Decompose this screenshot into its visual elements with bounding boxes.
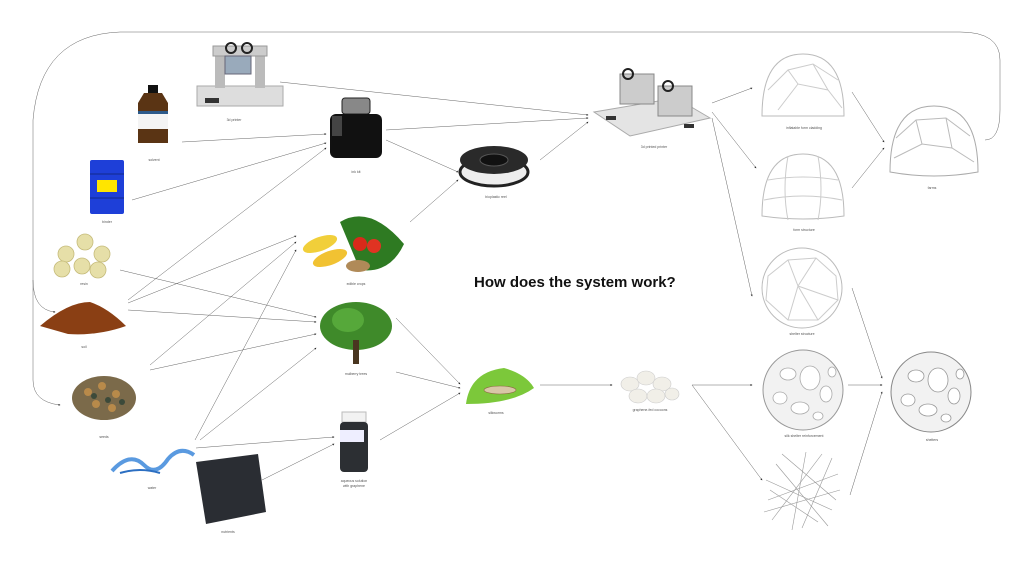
solvent-label: solvent [148, 158, 160, 162]
graphene-label: aqueous solution [340, 479, 368, 483]
filament-label: bioplastic reel [485, 195, 507, 199]
silk-reinforcement-label: silk shelter reinforcement [784, 434, 824, 438]
multi-printer-label: 3d printed printer [640, 145, 668, 149]
perforated-sphere-icon [762, 349, 844, 431]
dome-form-icon [761, 153, 845, 221]
tree-icon [320, 302, 392, 364]
nutrients-bag-icon [196, 454, 266, 524]
farms-label: farms [927, 186, 937, 190]
graphene-node [336, 410, 372, 474]
silk-fibers-icon [763, 451, 841, 531]
resin-node [52, 232, 116, 280]
silkworms-node [464, 366, 536, 408]
diagram-title: How does the system work? [474, 274, 676, 291]
printer-label: 3d printer [226, 118, 242, 122]
sphere-structure-icon [761, 247, 843, 329]
shelter-structure-label: shelter structure [789, 332, 815, 336]
feedback-loop-seeds [32, 280, 61, 406]
nutrients-node [192, 452, 270, 526]
soil-node [38, 298, 128, 338]
cladding-label: inflatable form cladding [786, 126, 822, 130]
cocoons-node [618, 370, 680, 406]
dome-cladding-icon [761, 53, 845, 117]
farm-dome-icon [889, 105, 979, 177]
feedback-loop [32, 31, 1001, 313]
binder-label: binder [102, 220, 112, 224]
multi-printer-node [592, 68, 714, 140]
seeds-node [68, 372, 140, 424]
solvent-node [134, 85, 174, 145]
form-structure-label: form structure [793, 228, 815, 232]
cladding-node [758, 50, 848, 120]
farms-node [886, 102, 982, 178]
multi-printer-icon [592, 68, 712, 137]
printer-icon [196, 42, 284, 107]
silkworm-leaf-icon [466, 368, 534, 404]
shelters-node [886, 350, 976, 434]
soil-pile-icon [40, 302, 126, 335]
shelters-label: shelters [925, 438, 939, 442]
solvent-bottle-icon [138, 85, 168, 143]
water-label: water [147, 486, 157, 490]
cocoons-icon [620, 370, 680, 404]
resin-label: resin [80, 282, 88, 286]
shelter-structure-node [758, 246, 846, 330]
resin-beads-icon [53, 233, 111, 279]
filament-node [458, 142, 530, 188]
shelter-sphere-icon [890, 351, 972, 433]
filament-spool-icon [458, 146, 530, 188]
seeds-label: seeds [99, 435, 109, 439]
graphene-label-line2: with graphene [343, 484, 365, 488]
silk-reinforcement-node [758, 348, 848, 432]
ink-kit-label: ink kit [351, 170, 361, 174]
fibers-node [762, 450, 842, 532]
cocoons-label: graphene-fed cocoons [632, 408, 668, 412]
trees-label: mulberry trees [344, 372, 368, 376]
water-splash-icon [110, 448, 196, 474]
edible-crops-node [300, 204, 412, 280]
soil-label: soil [81, 345, 87, 349]
seeds-pile-icon [72, 376, 136, 420]
trees-node [318, 300, 394, 366]
binder-barrel-icon [90, 160, 124, 214]
ink-kit-node [326, 96, 386, 162]
printer-node [195, 42, 285, 112]
graphene-jar-icon [340, 411, 368, 472]
binder-node [88, 158, 126, 216]
form-structure-node [758, 150, 848, 222]
edible-crops-label: edible crops [346, 282, 366, 286]
ink-bottle-icon [330, 97, 382, 158]
water-node [110, 443, 196, 479]
vegetables-icon [302, 216, 404, 272]
nutrients-label: nutrients [221, 530, 235, 534]
silkworms-label: silkworms [488, 411, 504, 415]
